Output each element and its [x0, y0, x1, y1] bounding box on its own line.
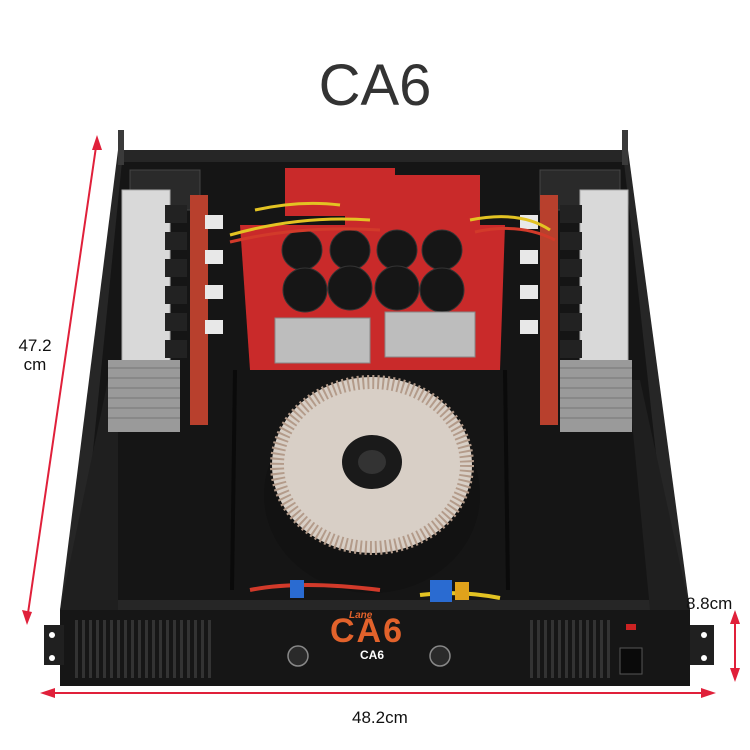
model-label: CA6 — [360, 648, 385, 662]
main-pcb — [229, 168, 556, 370]
front-panel — [44, 610, 714, 686]
left-heatsink — [108, 189, 223, 432]
toroidal-transformer — [264, 375, 480, 593]
brand-label: Lane — [349, 610, 373, 621]
height-label: 8.8cm — [686, 594, 733, 613]
front-logo: CA6 — [330, 612, 405, 650]
width-label: 48.2cm — [352, 708, 408, 727]
right-heatsink — [520, 189, 632, 432]
depth-value: 47.2 — [18, 336, 52, 355]
depth-unit: cm — [23, 355, 47, 374]
depth-label: 47.2 cm — [10, 336, 60, 374]
terminal-blocks — [290, 580, 469, 602]
product-title: CA6 — [318, 53, 432, 118]
dimension-arrows — [22, 135, 740, 698]
